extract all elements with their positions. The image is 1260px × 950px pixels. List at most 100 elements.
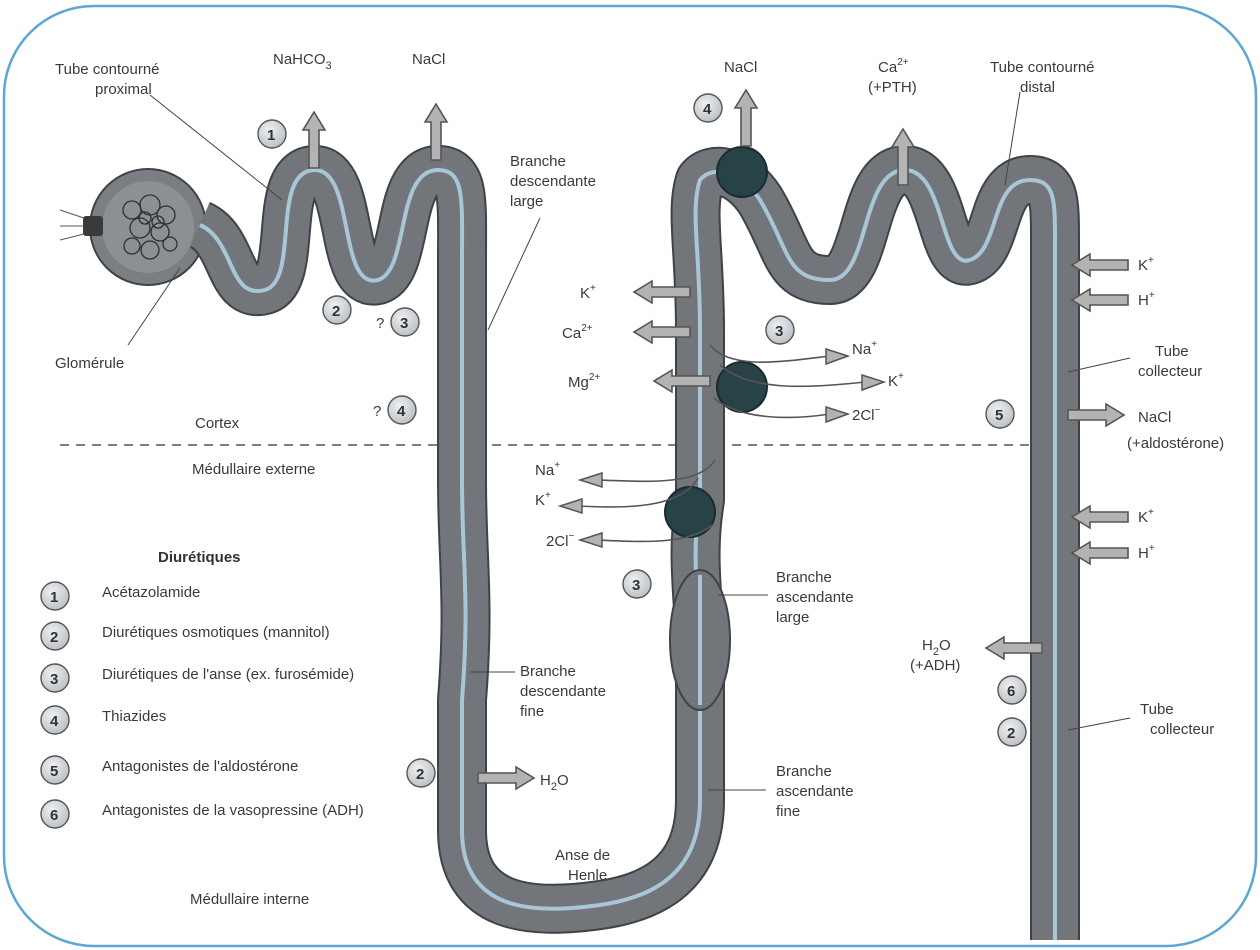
svg-text:3: 3 [775,323,783,340]
label-question-4: ? [373,403,381,420]
legend-item-6: 6 Antagonistes de la vasopressine (ADH) [41,800,364,828]
svg-text:5: 5 [50,763,58,780]
svg-text:2: 2 [416,766,424,783]
svg-text:3: 3 [632,577,640,594]
label-nahco3: NaHCO3 [273,51,332,72]
svg-text:4: 4 [703,101,712,118]
svg-text:6: 6 [50,807,58,824]
label-medullaire-interne: Médullaire interne [190,891,309,908]
legend-item-2: 2 Diurétiques osmotiques (mannitol) [41,622,330,650]
legend-item-5: 5 Antagonistes de l'aldostérone [41,756,298,784]
label-branche-desc-fine-2: descendante [520,683,606,700]
svg-text:2: 2 [1007,725,1015,742]
svg-text:Diurétiques de l'anse (ex. fur: Diurétiques de l'anse (ex. furosémide) [102,666,354,683]
badge-6-duct: 6 [998,676,1026,704]
badge-2-descending: 2 [407,759,435,787]
label-tube-collecteur-2a: Tube [1140,701,1174,718]
badge-5-duct: 5 [986,400,1014,428]
label-k-left-1: K+ [580,283,596,302]
label-branche-asc-fine-3: fine [776,803,800,820]
label-branche-desc-fine-1: Branche [520,663,576,680]
arrow-h-into-duct-2 [1072,542,1128,564]
label-nacl-aldo-2: (+aldostérone) [1127,435,1224,452]
label-branche-desc-large-3: large [510,193,543,210]
legend-item-1: 1 Acétazolamide [41,582,200,610]
badge-4-proximal: 4 [388,396,416,424]
svg-text:Thiazides: Thiazides [102,708,166,725]
label-nacl-aldo-1: NaCl [1138,409,1171,426]
label-k-duct-2: K+ [1138,507,1154,526]
label-h-duct-1: H+ [1138,290,1155,309]
label-2cl-left: 2Cl− [546,531,575,550]
label-k-right: K+ [888,371,904,390]
label-nacl-1: NaCl [412,51,445,68]
svg-text:Acétazolamide: Acétazolamide [102,584,200,601]
label-cortex: Cortex [195,415,240,432]
label-anse-henle-2: Henle [568,867,607,884]
label-branche-asc-fine-2: ascendante [776,783,854,800]
svg-text:Antagonistes de l'aldostérone: Antagonistes de l'aldostérone [102,758,298,775]
label-mg2-left: Mg2+ [568,372,600,391]
label-tube-collecteur-2b: collecteur [1150,721,1214,738]
label-tube-collecteur-1a: Tube [1155,343,1189,360]
label-na-left: Na+ [535,460,560,479]
arrow-h-into-duct-1 [1072,289,1128,311]
label-ca-pth: (+PTH) [868,79,917,96]
badge-1-proximal: 1 [258,120,286,148]
arrow-k-into-duct-1 [1072,254,1128,276]
label-tube-proximal-2: proximal [95,81,152,98]
label-h2o-adh-2: (+ADH) [910,657,960,674]
badge-2-duct: 2 [998,718,1026,746]
svg-text:4: 4 [397,403,406,420]
label-branche-asc-large-1: Branche [776,569,832,586]
svg-text:1: 1 [267,127,275,144]
svg-text:1: 1 [50,589,58,606]
svg-text:6: 6 [1007,683,1015,700]
label-anse-henle-1: Anse de [555,847,610,864]
label-tube-proximal-1: Tube contourné [55,61,160,78]
label-h-duct-2: H+ [1138,543,1155,562]
svg-text:3: 3 [50,671,58,688]
legend-item-3: 3 Diurétiques de l'anse (ex. furosémide) [41,664,354,692]
svg-text:3: 3 [400,315,408,332]
label-h2o-adh-1: H2O [922,637,951,658]
svg-text:Diurétiques osmotiques (mannit: Diurétiques osmotiques (mannitol) [102,624,330,641]
svg-text:2: 2 [50,629,58,646]
label-branche-desc-fine-3: fine [520,703,544,720]
transporter-nacl-distal [717,147,767,197]
label-branche-asc-large-2: ascendante [776,589,854,606]
label-2cl-right: 2Cl− [852,405,881,424]
label-medullaire-externe: Médullaire externe [192,461,315,478]
badge-2-proximal: 2 [323,296,351,324]
svg-text:5: 5 [995,407,1003,424]
label-nacl-2: NaCl [724,59,757,76]
label-k-left-2: K+ [535,490,551,509]
svg-text:Antagonistes de la vasopressin: Antagonistes de la vasopressine (ADH) [102,802,364,819]
label-h2o-desc: H2O [540,772,569,793]
label-tube-collecteur-1b: collecteur [1138,363,1202,380]
legend: Diurétiques 1 Acétazolamide 2 Diurétique… [41,549,364,828]
label-tube-distal-1: Tube contourné [990,59,1095,76]
label-branche-desc-large-1: Branche [510,153,566,170]
badge-3-proximal: 3 [391,308,419,336]
transporter-nkcc-medulla [665,487,715,537]
label-glomerule: Glomérule [55,355,124,372]
label-branche-asc-fine-1: Branche [776,763,832,780]
arrow-nacl-up-2 [735,90,757,146]
legend-title: Diurétiques [158,549,241,566]
badge-3-medulla: 3 [623,570,651,598]
label-branche-desc-large-2: descendante [510,173,596,190]
badge-3-cortex: 3 [766,316,794,344]
svg-text:2: 2 [332,303,340,320]
label-question-3: ? [376,315,384,332]
label-k-duct-1: K+ [1138,255,1154,274]
label-tube-distal-2: distal [1020,79,1055,96]
legend-item-4: 4 Thiazides [41,706,166,734]
label-ca2-left: Ca2+ [562,323,593,342]
arrow-k-into-duct-2 [1072,506,1128,528]
badge-4-distal: 4 [694,94,722,122]
label-ca-1: Ca2+ [878,57,909,76]
svg-text:4: 4 [50,713,59,730]
label-branche-asc-large-3: large [776,609,809,626]
label-na-right: Na+ [852,339,877,358]
